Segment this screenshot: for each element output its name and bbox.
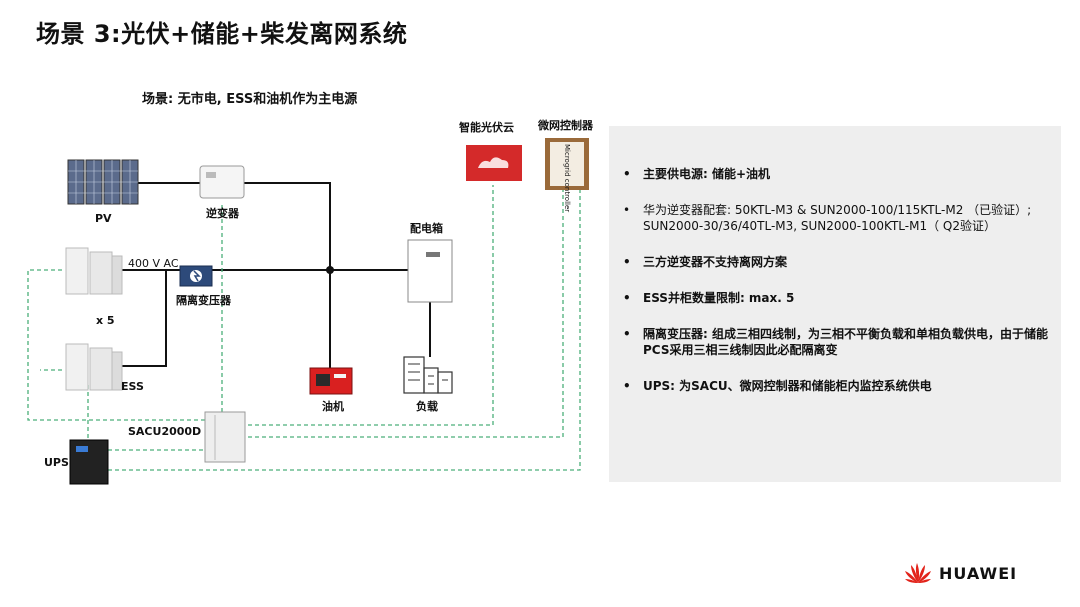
controller-device-icon (545, 138, 589, 190)
scenario-subtitle: 场景: 无市电, ESS和油机作为主电源 (142, 92, 358, 107)
controller-device-text: Microgrid controller (563, 144, 571, 213)
bus-junction (326, 266, 334, 274)
transformer-label: 隔离变压器 (176, 294, 231, 307)
list-item: •三方逆变器不支持离网方案 (623, 255, 788, 269)
transformer-icon (179, 265, 213, 287)
ess-count-label: x 5 (96, 314, 115, 327)
page-title: 场景 3:光伏+储能+柴发离网系统 (36, 20, 408, 48)
sacu-label: SACU2000D (128, 425, 202, 438)
brand-name: HUAWEI (939, 563, 1018, 583)
comm-sacu-cloud (248, 185, 494, 426)
inverter-label: 逆变器 (206, 207, 239, 220)
voltage-label: 400 V AC (128, 257, 179, 270)
list-item: •主要供电源: 储能+油机 (623, 167, 771, 181)
list-item: •华为逆变器配套: 50KTL-M3 & SUN2000-100/115KTL-… (623, 203, 1032, 233)
ess-cabinet-bottom-icon (65, 343, 123, 391)
diesel-label: 油机 (322, 400, 344, 413)
list-item: •隔离变压器: 组成三相四线制，为三相不平衡负载和单相负载供电，由于储能PCS采… (623, 327, 1048, 357)
load-label: 负载 (416, 400, 438, 413)
ess-bus-line (122, 270, 167, 367)
cloud-label: 智能光伏云 (459, 121, 514, 134)
distribution-box-label: 配电箱 (410, 222, 443, 235)
power-lines (122, 182, 431, 368)
cloud-device-icon (466, 145, 522, 181)
list-item: •UPS: 为SACU、微网控制器和储能柜内监控系统供电 (623, 379, 932, 393)
pv-panels-icon (67, 159, 139, 205)
huawei-logo: HUAWEI (903, 561, 1017, 585)
comm-sacu-controller (248, 190, 564, 438)
inverter-bus-line (244, 182, 331, 270)
sacu-icon (204, 411, 246, 463)
comm-ups-controller (108, 190, 581, 471)
pv-label: PV (95, 212, 112, 225)
communication-lines (27, 185, 581, 471)
inverter-icon (199, 165, 245, 199)
controller-label: 微网控制器 (538, 119, 593, 132)
load-building-icon (403, 356, 453, 394)
bullet-list: •主要供电源: 储能+油机 •华为逆变器配套: 50KTL-M3 & SUN20… (623, 166, 1048, 394)
huawei-flower-icon (905, 563, 931, 583)
list-item: •ESS并柜数量限制: max. 5 (623, 291, 795, 305)
diesel-generator-icon (309, 367, 353, 395)
ups-label: UPS (44, 456, 69, 469)
comm-ess-top (27, 269, 210, 421)
distribution-box-icon (407, 239, 453, 303)
info-panel: •主要供电源: 储能+油机 •华为逆变器配套: 50KTL-M3 & SUN20… (609, 126, 1061, 482)
ess-label: ESS (121, 380, 144, 393)
ups-icon (69, 439, 109, 485)
ess-cabinet-top-icon (65, 247, 123, 295)
